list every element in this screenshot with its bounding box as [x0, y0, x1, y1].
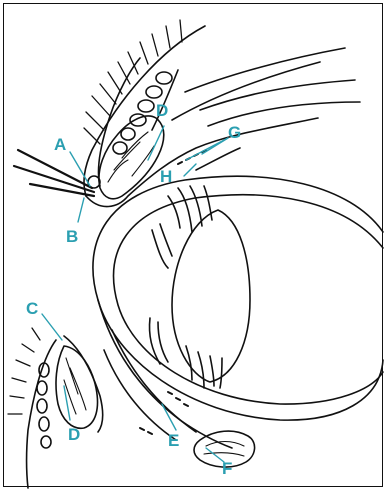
label-c: C [26, 299, 38, 318]
upper-gland-bead [138, 100, 154, 112]
lower-gland-bead [37, 381, 47, 395]
label-b: B [66, 227, 78, 246]
eyeball-inner [114, 195, 383, 404]
accessory-lacrimal-glands-lower [140, 392, 188, 434]
label-h: H [160, 167, 172, 186]
label-a: A [54, 135, 66, 154]
lens [172, 210, 250, 382]
lower-gland-bead [37, 399, 47, 413]
lower-gland-bead [39, 363, 49, 377]
upper-gland-bead [156, 72, 172, 84]
lower-meibomian-gland [56, 346, 98, 428]
leader-b [78, 198, 84, 222]
upper-gland-bead [121, 128, 135, 140]
label-g: G [228, 123, 241, 142]
lower-eyelashes [8, 328, 40, 414]
upper-gland-bead [113, 142, 127, 154]
leader-d-upper [148, 126, 164, 160]
iris-upper [152, 224, 172, 268]
label-f: F [222, 459, 232, 478]
label-e: E [168, 431, 179, 450]
upper-orbital-lines [172, 48, 360, 126]
leader-d-lower [64, 386, 70, 420]
label-d-lower: D [68, 425, 80, 444]
lacrimal-gland-lower-inner [204, 442, 244, 457]
eyeball-outer [93, 176, 383, 420]
lower-orbital-lines [104, 330, 196, 440]
lower-gland-bead [39, 417, 49, 431]
leader-h [184, 164, 196, 176]
lower-conjunctiva [98, 300, 232, 448]
label-d-upper: D [156, 101, 168, 120]
upper-ciliary-body [168, 186, 212, 232]
leader-e [162, 404, 176, 430]
lower-gland-bead [41, 436, 51, 448]
upper-gland-bead [146, 86, 162, 98]
leader-c [42, 314, 62, 340]
lower-eyelid-skin [27, 340, 57, 488]
upper-gland-bead [130, 114, 146, 126]
